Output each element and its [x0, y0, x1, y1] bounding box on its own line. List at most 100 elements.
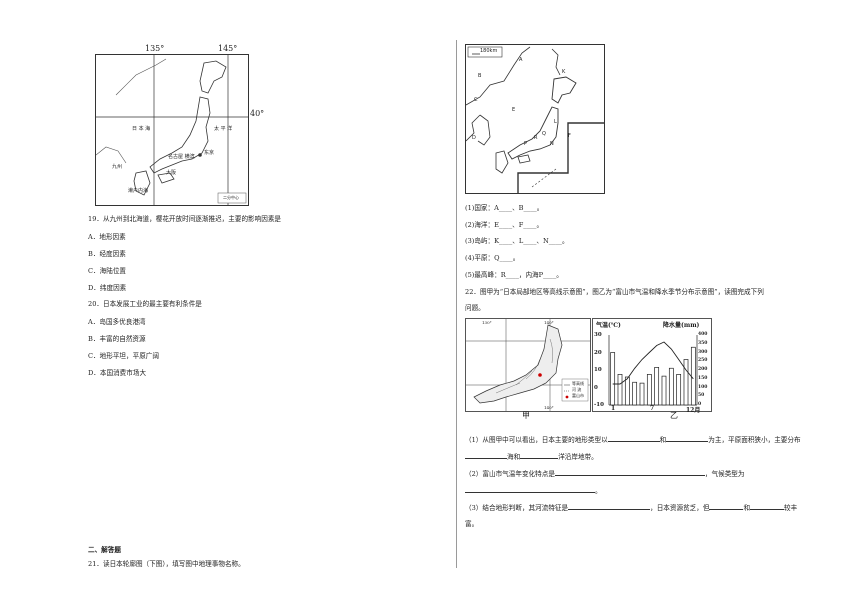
sea-of-japan-label: 日 本 海	[132, 126, 151, 132]
precip-tick: 200	[698, 367, 708, 372]
fig-jia: 130° 140° 140° 等高线 河 流 富山市	[465, 318, 591, 412]
marker-label: 二分中心	[223, 195, 239, 200]
kyushu-label: 九州	[112, 164, 123, 170]
map2-label-n: N	[550, 141, 554, 147]
jia-legend-toyama: 富山市	[572, 393, 584, 398]
precip-bar-6	[646, 374, 652, 406]
precip-bar-12	[690, 346, 696, 406]
q20-option-b[interactable]: B．丰富的自然资源	[88, 335, 146, 343]
q20-option-d[interactable]: D．本国消费市场大	[88, 369, 147, 377]
map2-label-r: R	[534, 135, 538, 141]
q22-sub2-b: ，气候类型为	[704, 470, 745, 478]
q19-option-d[interactable]: D．纬度因素	[88, 284, 127, 292]
jia-lon-130: 130°	[482, 320, 492, 325]
precip-tick: 150	[698, 375, 708, 381]
answer-blank-landform-1[interactable]	[607, 435, 660, 442]
q22-sub1-c: 为主，平原面积狭小，主要分布	[708, 436, 801, 444]
precip-bar-2	[617, 374, 623, 406]
answer-blank-sea[interactable]	[465, 452, 507, 459]
q19-option-c[interactable]: C．海陆位置	[88, 267, 127, 275]
japan-map-2: 180km A B C D E F K L N P Q R	[465, 44, 605, 194]
precip-tick: 0	[698, 402, 702, 407]
precip-bar-4	[632, 381, 638, 406]
japan-map-2-drawing	[465, 46, 604, 193]
fig-jia-caption: 甲	[522, 411, 530, 420]
pacific-label: 太 平 洋	[214, 126, 233, 132]
q22-sub2-end: 。	[595, 487, 602, 495]
map2-label-d: D	[472, 135, 476, 141]
x-tick-7: 7	[650, 405, 655, 412]
q20-option-c[interactable]: C．地形平坦，平原广阔	[88, 352, 159, 360]
q22-stem-2: 问题。	[465, 304, 485, 312]
q19-stem: 19．从九州到北海道，樱花开放时间逐渐推迟，主要的影响因素是	[88, 215, 282, 223]
answer-blank-ocean[interactable]	[520, 452, 559, 459]
tokyo-label: 东京	[204, 150, 215, 156]
temp-tick: -10	[594, 402, 604, 408]
answer-blank-temp-feature[interactable]	[554, 469, 705, 476]
map2-label-l: L	[554, 119, 557, 125]
q22-sub1-e: 洋沿岸地带。	[558, 453, 598, 461]
q22-sub1-b: 和	[659, 436, 667, 444]
fill-line-5: (5)最高峰：R____，内海P____。	[465, 271, 563, 279]
precip-bar-9	[668, 367, 674, 406]
map2-label-p: P	[524, 141, 528, 147]
map2-scale: 180km	[480, 48, 498, 54]
q22-sub3-a: （3）结合地形判断，其河流特征是	[465, 504, 569, 512]
precip-axis-title: 降水量(mm)	[663, 322, 700, 329]
answer-blank-resource-1[interactable]	[709, 503, 744, 510]
q22-sub3-c: 和	[743, 504, 751, 512]
nagoya-label: 名古屋 横滨	[168, 154, 195, 160]
japan-map-1: 日 本 海 太 平 洋 东京 名古屋 横滨 大阪 九州 濑户内海 二分中心	[95, 54, 249, 206]
answer-blank-climate-type[interactable]	[465, 486, 595, 493]
q19-option-a[interactable]: A．地形因素	[88, 233, 126, 241]
precip-bar-5	[639, 382, 645, 406]
q22-sub1-line2: 海和 洋沿岸地带。	[465, 452, 598, 461]
jia-legend-contour: 等高线	[572, 381, 584, 386]
q21-stem: 21．读日本轮廓图（下图），填写图中地理事物名称。	[88, 560, 245, 568]
map2-label-f: F	[568, 133, 571, 139]
map2-label-c: C	[474, 97, 478, 103]
q22-stem-1: 22．图甲为“日本局部地区等高线示意图”，图乙为“富山市气温和降水季节分布示意图…	[465, 288, 764, 296]
q20-stem: 20．日本发展工业的最主要有利条件是	[88, 300, 202, 308]
precip-bar-11	[683, 359, 689, 406]
jia-lon-140-top: 140°	[544, 320, 554, 325]
map2-label-b: B	[478, 73, 482, 79]
q22-sub2-line2: 。	[465, 486, 602, 495]
japan-map-1-drawing	[95, 55, 248, 205]
precip-tick: 100	[698, 384, 708, 390]
q22-sub1-d: 海和	[507, 453, 521, 461]
precip-bar-10	[676, 374, 682, 406]
osaka-label: 大阪	[166, 170, 177, 176]
lat-40-label: 40°	[250, 109, 265, 118]
setonaikai-label: 濑户内海	[128, 188, 149, 194]
fill-line-1: (1)国家：A____、B____。	[465, 204, 544, 212]
section-title: 二、解答题	[88, 546, 121, 554]
map2-label-e: E	[512, 107, 516, 113]
precip-bar-8	[661, 375, 667, 406]
q22-sub2-line1: （2）富山市气温年变化特点是，气候类型为	[465, 469, 744, 478]
q20-option-a[interactable]: A．岛国多优良港湾	[88, 318, 146, 326]
fill-line-2: (2)海洋：E____、F____。	[465, 221, 544, 229]
precip-tick: 50	[698, 393, 705, 399]
x-tick-12: 12月	[686, 407, 701, 414]
lon-135-label: 135°	[145, 44, 165, 53]
precip-tick: 400	[698, 332, 708, 337]
fill-line-3: (3)岛屿：K____、L____、N____。	[465, 237, 569, 245]
x-tick-1: 1	[611, 405, 616, 412]
column-divider	[456, 40, 457, 568]
precip-tick: 250	[698, 358, 708, 364]
answer-blank-resource-2[interactable]	[750, 503, 785, 510]
map2-label-k: K	[562, 69, 566, 75]
jia-legend-river: 河 流	[572, 387, 582, 392]
q22-sub3-d: 较丰	[784, 504, 798, 512]
answer-blank-river-feature[interactable]	[568, 503, 651, 510]
fig-jia-drawing	[466, 319, 590, 411]
temp-axis-title: 气温(℃)	[596, 322, 621, 329]
temperature-line	[612, 341, 694, 385]
map2-label-a: A	[519, 57, 523, 63]
q19-option-b[interactable]: B．经度因素	[88, 250, 126, 258]
fig-yi-caption: 乙	[670, 411, 678, 420]
answer-blank-landform-2[interactable]	[666, 435, 709, 442]
precip-bar-7	[654, 367, 660, 406]
q22-sub3-b: ，日本资源贫乏，但	[650, 504, 710, 512]
